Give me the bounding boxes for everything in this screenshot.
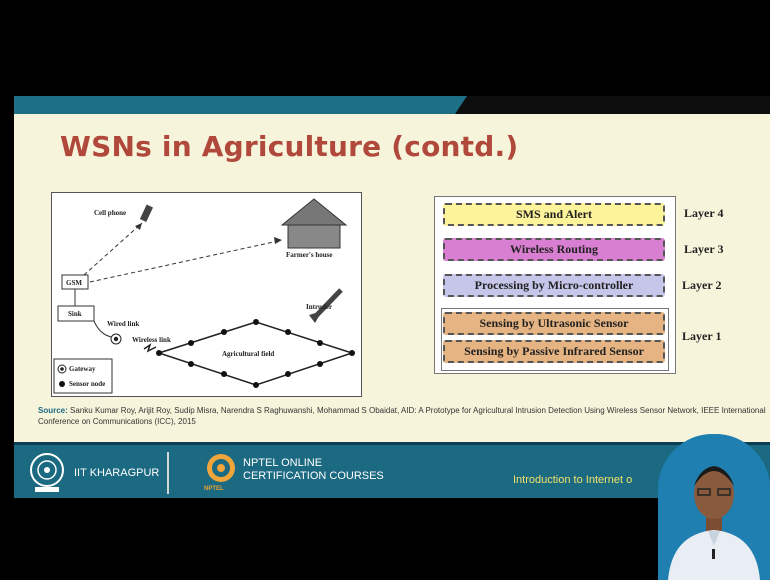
course-title: Introduction to Internet o xyxy=(513,474,633,486)
source-citation: Source: Sanku Kumar Roy, Arijit Roy, Sud… xyxy=(38,405,768,427)
wired-link-label: Wired link xyxy=(107,320,140,328)
nptel-online-label: NPTEL ONLINE xyxy=(243,457,323,469)
layer-1b-box: Sensing by Passive Infrared Sensor xyxy=(443,340,665,363)
sink-label: Sink xyxy=(68,310,82,318)
footer-bar xyxy=(14,442,770,498)
layer-2-label: Layer 2 xyxy=(682,278,722,292)
iit-kharagpur-label: IIT KHARAGPUR xyxy=(74,467,160,479)
presenter-video xyxy=(658,434,770,580)
presenter-image xyxy=(658,434,770,580)
nptel-logo-icon xyxy=(207,454,235,482)
nptel-logo-text: NPTEL xyxy=(204,486,224,492)
layer-2-box: Processing by Micro-controller xyxy=(443,274,665,297)
network-diagram-graphic xyxy=(53,198,355,394)
cell-phone-label: Cell phone xyxy=(94,209,127,217)
slide-top-bar-dark xyxy=(455,96,770,114)
legend-gateway-label: Gateway xyxy=(69,365,96,373)
layer-4-box: SMS and Alert xyxy=(443,203,665,226)
wireless-link-label: Wireless link xyxy=(132,336,171,344)
iit-logo-icon xyxy=(30,453,64,492)
footer-separator xyxy=(167,452,169,494)
certification-courses-label: CERTIFICATION COURSES xyxy=(243,470,384,482)
layer-3-box: Wireless Routing xyxy=(443,238,665,261)
agricultural-field-label: Agricultural field xyxy=(222,350,275,358)
layer-1-group xyxy=(441,308,669,371)
legend-sensor-label: Sensor node xyxy=(69,380,106,388)
layer-architecture: SMS and Alert Wireless Routing Processin… xyxy=(434,196,676,374)
cell-phone-icon xyxy=(139,204,154,222)
footer-top-line xyxy=(14,442,770,445)
house-icon xyxy=(280,198,348,226)
agriculture-network-diagram: Cell phone Farmer's house GSM Sink Wired… xyxy=(51,192,362,397)
layer-3-label: Layer 3 xyxy=(684,242,724,256)
layer-1a-box: Sensing by Ultrasonic Sensor xyxy=(443,312,665,335)
layer-1-label: Layer 1 xyxy=(682,329,722,343)
slide-title: WSNs in Agriculture (contd.) xyxy=(60,130,519,163)
sink-box xyxy=(57,305,95,322)
gsm-label: GSM xyxy=(66,279,82,287)
source-label: Source: xyxy=(38,406,68,415)
source-text: Sanku Kumar Roy, Arijit Roy, Sudip Misra… xyxy=(38,406,766,426)
intruder-label: Intruder xyxy=(306,303,333,311)
layer-4-label: Layer 4 xyxy=(684,206,724,220)
farmers-house-label: Farmer's house xyxy=(286,251,333,259)
